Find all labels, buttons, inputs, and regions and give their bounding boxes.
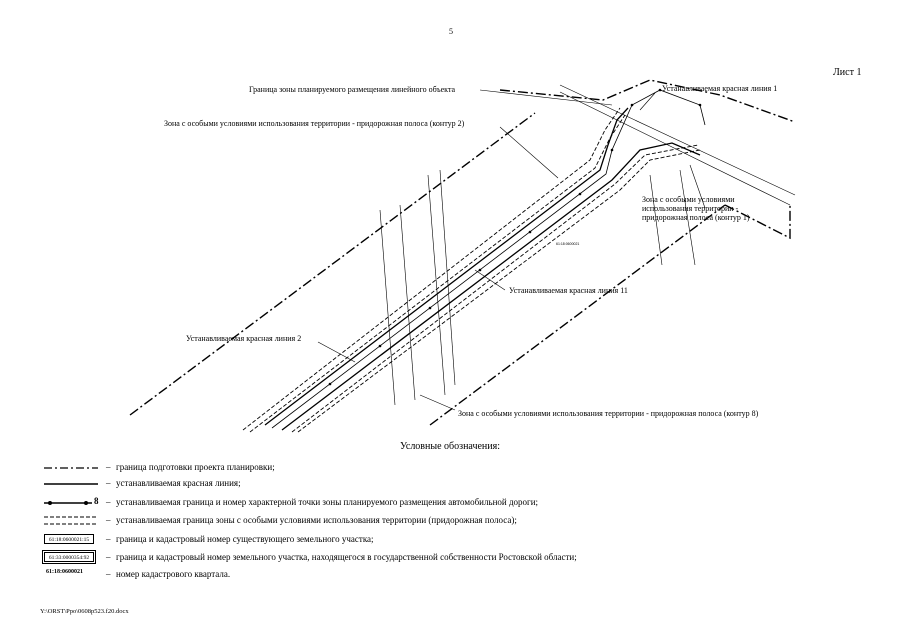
leader-contour-1 [689, 164, 706, 209]
dash-dot-line-icon [44, 467, 98, 469]
zone-boundary-line [271, 89, 706, 429]
red-line-2 [264, 107, 629, 426]
parcel-strip-a1 [379, 209, 396, 406]
legend-item-existing-parcel: 61:18:0600021:15 – граница и кадастровый… [40, 533, 740, 547]
parcel-strip-b1 [427, 174, 446, 396]
legend-point-number: 8 [94, 496, 99, 506]
double-parcel-box-icon: 61:33:0000354:92 [42, 550, 96, 564]
label-special-zone-contour-1-line1: Зона с особыми условиями [642, 195, 735, 204]
label-special-zone-contour-2: Зона с особыми условиями использования т… [164, 119, 465, 128]
legend-text: граница и кадастровый номер земельного у… [116, 552, 577, 562]
svg-text:61:18:0600021: 61:18:0600021 [556, 242, 579, 246]
planning-boundary-left [129, 112, 536, 416]
planning-boundary-right [429, 204, 726, 426]
leader-contour-2 [499, 126, 559, 179]
cadastral-quarter-sample: 61:18:0600021 [46, 569, 83, 575]
leader-zone-boundary [479, 89, 613, 106]
legend-title: Условные обозначения: [400, 441, 501, 452]
parcel-strip-a2 [399, 204, 416, 401]
solid-line-icon [44, 483, 98, 485]
characteristic-points [328, 88, 702, 386]
footer-file-path: Y:\ORST\Ppo\0608p523.f20.docx [40, 608, 129, 615]
label-special-zone-contour-1-line2: использования территории - [642, 204, 739, 213]
special-zone-right-edge [297, 149, 701, 433]
legend-item-state-parcel: 61:33:0000354:92 – граница и кадастровый… [40, 550, 740, 565]
crossing-road-2 [559, 91, 791, 206]
planning-boundary-top [499, 79, 796, 123]
label-red-line-2: Устанавливаемая красная линия 2 [186, 334, 302, 343]
leader-red-line-2 [317, 341, 356, 363]
legend-text: граница подготовки проекта планировки; [116, 462, 275, 472]
legend-text: устанавливаемая красная линия; [116, 478, 241, 488]
leader-red-line-11 [474, 269, 506, 291]
sheet-label: Лист 1 [833, 67, 862, 78]
crossing-road-1 [559, 84, 796, 196]
parcel-strip-b2 [439, 169, 456, 386]
label-zone-boundary: Граница зоны планируемого размещения лин… [249, 85, 456, 94]
legend-item-special-zone: – устанавливаемая граница зоны с особыми… [40, 514, 740, 528]
label-red-line-11: Устанавливаемая красная линия 11 [509, 286, 628, 295]
planning-map: 61:18:0600021 [129, 79, 796, 433]
label-special-zone-contour-8: Зона с особыми условиями использования т… [458, 409, 759, 418]
special-zone-left-edge-inner [249, 114, 626, 433]
legend-item-cadastral-quarter: 61:18:0600021 – номер кадастрового кварт… [46, 569, 231, 579]
page-number: 5 [449, 27, 453, 36]
leader-red-line-1 [639, 92, 656, 111]
leader-contour-8 [419, 394, 456, 411]
label-red-line-1: Устанавливаемая красная линия 1 [662, 84, 778, 93]
legend-item-zone-boundary-points: 8 – устанавливаемая граница и номер хара… [40, 496, 740, 510]
point-line-icon [44, 501, 92, 505]
parcel-strip-c1 [649, 174, 663, 266]
legend-text: устанавливаемая граница и номер характер… [116, 497, 539, 507]
special-zone-left-edge [242, 107, 621, 431]
legend-text: устанавливаемая граница зоны с особыми у… [116, 515, 517, 525]
legend-item-red-line: – устанавливаемая красная линия; [40, 477, 740, 491]
double-dashed-icon [44, 516, 98, 525]
legend-item-planning-boundary: – граница подготовки проекта планировки; [40, 461, 740, 475]
planning-boundary-east [724, 204, 791, 240]
special-zone-right-edge-inner [291, 144, 699, 433]
parcel-box-icon: 61:18:0600021:15 [44, 534, 94, 544]
parcel-strip-c2 [679, 169, 696, 266]
legend-text: номер кадастрового квартала. [116, 569, 231, 579]
legend-text: граница и кадастровый номер существующег… [116, 534, 374, 544]
label-special-zone-contour-1-line3: придорожная полоса (контур 1) [642, 213, 750, 222]
red-line-11 [281, 142, 701, 431]
